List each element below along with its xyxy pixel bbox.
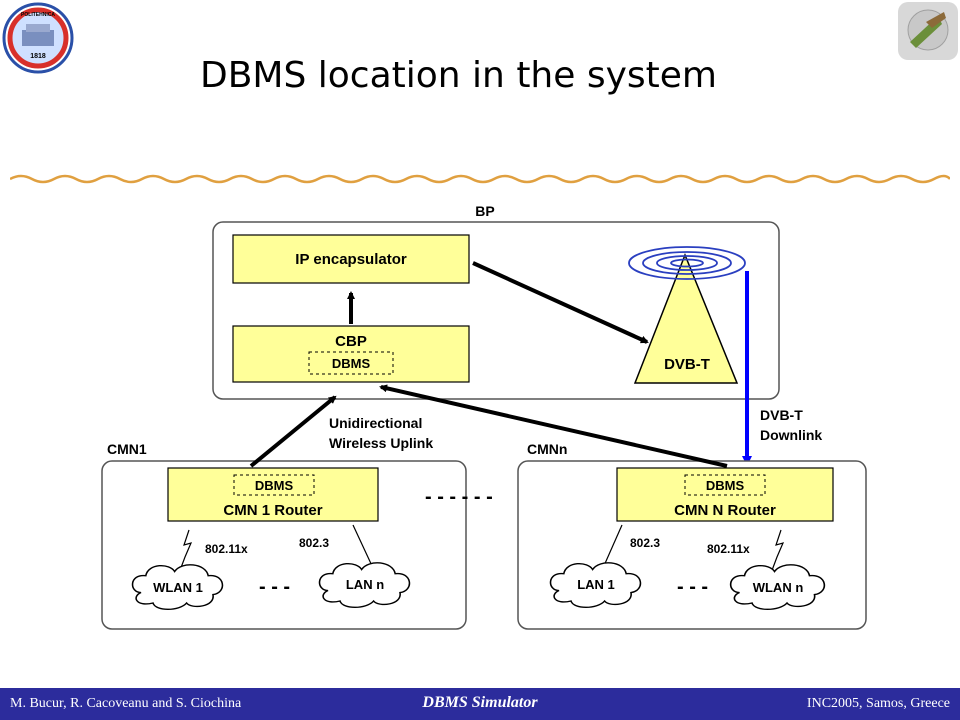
university-logo: 1818 POLITEHNICA [2,2,74,74]
cmnn-wired-link [602,524,623,569]
cmnn-router-label: CMN N Router [674,502,776,519]
cmn1-label: CMN1 [107,441,147,457]
cmnn-label: CMNn [527,441,567,457]
cmn1-dbms-label: DBMS [255,478,294,493]
uplink-label-line2: Wireless Uplink [329,435,433,451]
logo-text: POLITEHNICA [21,12,55,18]
cbp-dbms-box [308,351,394,375]
cmnn-wireless-link-icon [770,529,785,574]
cmnn-eth-label: 802.3 [630,536,660,550]
cmn1-eth-label: 802.3 [299,536,329,550]
cmnn-uplink-arrow [379,384,728,468]
footer-title: DBMS Simulator [422,694,538,711]
dvbt-tower-label: DVB-T [664,356,710,373]
cmn1-cloud-right-label: LAN n [346,577,384,592]
bp-label: BP [475,203,494,219]
cmnn-cloud-ellipsis: - - - [677,576,708,598]
logo-year: 1818 [30,53,46,60]
cmn-ellipsis: - - - - - - [425,486,493,508]
ip-encapsulator-box [232,234,470,284]
cmnn-dbms-box [684,474,766,496]
cbp-dbms-label: DBMS [332,356,371,371]
footer-bar: M. Bucur, R. Cacoveanu and S. Ciochina D… [0,688,960,720]
cmnn-wifi-label: 802.11x [707,542,750,556]
cmn1-uplink-arrow [249,395,337,468]
cmnn-cloud-right-label: WLAN n [753,580,804,595]
footer-authors: M. Bucur, R. Cacoveanu and S. Ciochina [10,696,242,711]
antenna-waves-icon [628,246,746,280]
cmn1-dbms-box [233,474,315,496]
footer-venue: INC2005, Samos, Greece [806,696,950,711]
dvbt-tower [633,252,739,384]
cmn1-wireless-link-icon [178,529,193,574]
cmnn-cloud-left-label: LAN 1 [577,577,615,592]
downlink-label-line2: Downlink [760,427,822,443]
uplink-label-line1: Unidirectional [329,415,422,431]
cbp-label: CBP [335,333,367,350]
cmn1-cloud-ellipsis: - - - [259,576,290,598]
system-diagram: BP IP encapsulator CBP DBMS DVB-T DVB-T … [101,203,867,630]
cmnn-dbms-label: DBMS [706,478,745,493]
cmn1-router-label: CMN 1 Router [223,502,322,519]
cmn1-wifi-label: 802.11x [205,542,248,556]
cmn1-wired-link [352,524,374,569]
slide-title: DBMS location in the system [200,55,717,96]
conference-logo [898,2,958,60]
ip-encapsulator-label: IP encapsulator [295,251,407,268]
title-divider [10,174,950,184]
cmn1-cloud-left-label: WLAN 1 [153,580,203,595]
ip-to-dvbt-arrow [472,261,649,344]
downlink-label-line1: DVB-T [760,407,803,423]
cbp-box [232,325,470,383]
